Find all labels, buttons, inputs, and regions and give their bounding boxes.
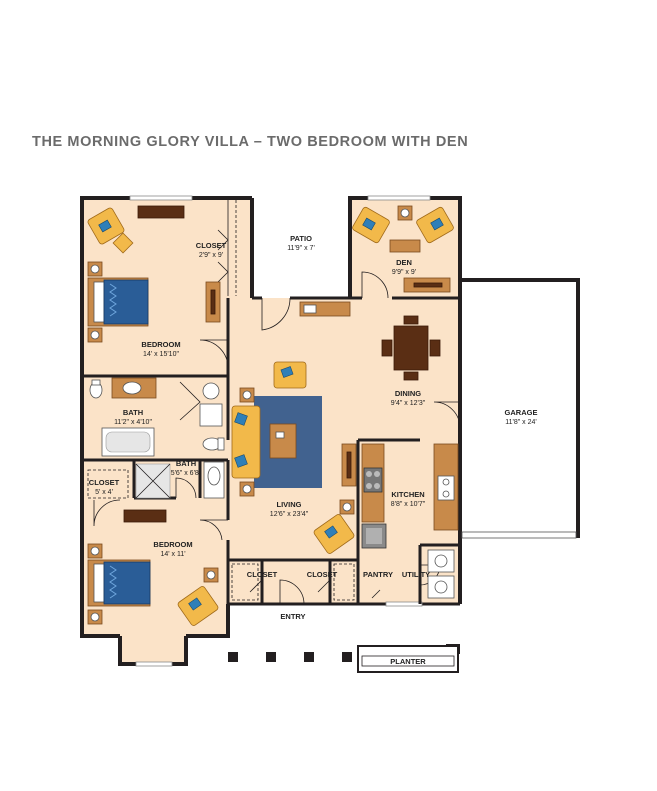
entry-porch bbox=[228, 604, 460, 652]
dim-bedroom-second: 14' x 11' bbox=[160, 551, 185, 558]
dresser bbox=[137, 205, 185, 219]
label-planter: PLANTER bbox=[390, 657, 426, 666]
label-kitchen: KITCHEN bbox=[391, 490, 424, 499]
label-bath-second: BATH bbox=[176, 459, 196, 468]
dresser-2 bbox=[123, 509, 167, 523]
label-entry: ENTRY bbox=[280, 612, 305, 621]
master-bath-fixtures bbox=[89, 377, 223, 457]
doors bbox=[93, 229, 461, 605]
page-title: THE MORNING GLORY VILLA – TWO BEDROOM WI… bbox=[32, 134, 469, 150]
label-bath-master: BATH bbox=[123, 408, 143, 417]
dim-patio: 11'9" x 7' bbox=[287, 245, 315, 252]
dining-table bbox=[381, 315, 441, 381]
kitchen-cabinets bbox=[361, 443, 459, 549]
sofa bbox=[231, 387, 261, 497]
patio-area bbox=[253, 200, 349, 297]
label-pantry: PANTRY bbox=[363, 570, 393, 579]
dim-closet-second: 5' x 4' bbox=[95, 489, 113, 496]
label-living: LIVING bbox=[276, 500, 301, 509]
coffee-table bbox=[269, 423, 297, 459]
dim-garage: 11'8" x 24' bbox=[505, 419, 537, 426]
dim-den: 9'9" x 9' bbox=[392, 269, 416, 276]
dim-kitchen: 8'8" x 10'7" bbox=[391, 501, 426, 508]
label-closet-entry-left: CLOSET bbox=[247, 570, 278, 579]
washer-dryer bbox=[427, 549, 455, 599]
dim-living: 12'6" x 23'4" bbox=[270, 511, 309, 518]
label-bedroom-second: BEDROOM bbox=[153, 540, 192, 549]
label-den: DEN bbox=[396, 258, 412, 267]
second-bed bbox=[87, 543, 151, 625]
master-bed bbox=[87, 277, 149, 327]
armchair-2 bbox=[177, 586, 219, 626]
garage-door bbox=[461, 531, 577, 539]
den-furniture bbox=[352, 205, 454, 293]
second-bath-fixtures bbox=[135, 437, 225, 499]
windows bbox=[129, 195, 431, 667]
dim-bedroom-master: 14' x 15'10" bbox=[143, 351, 179, 358]
planter-box bbox=[357, 645, 459, 673]
dim-closet-master: 2'9" x 9' bbox=[199, 252, 223, 259]
interior-walls bbox=[82, 200, 460, 604]
label-garage: GARAGE bbox=[505, 408, 538, 417]
label-patio: PATIO bbox=[290, 234, 312, 243]
room-labels: CLOSET 2'9" x 9' PATIO 11'9" x 7' DEN 9'… bbox=[89, 234, 538, 666]
armchair bbox=[87, 207, 134, 254]
label-bedroom-master: BEDROOM bbox=[141, 340, 180, 349]
living-armchair bbox=[273, 361, 355, 554]
dim-dining: 9'4" x 12'3" bbox=[391, 400, 426, 407]
closet-lines bbox=[87, 469, 355, 601]
nightstand-lamp bbox=[87, 261, 103, 343]
dim-bath-second: 5'6" x 6'8" bbox=[171, 470, 202, 477]
label-closet-second: CLOSET bbox=[89, 478, 120, 487]
label-dining: DINING bbox=[395, 389, 421, 398]
label-closet-master: CLOSET bbox=[196, 241, 227, 250]
dim-bath-master: 11'2" x 4'10" bbox=[114, 419, 152, 426]
label-closet-entry-right: CLOSET bbox=[307, 570, 338, 579]
label-utility: UTILITY bbox=[402, 570, 430, 579]
